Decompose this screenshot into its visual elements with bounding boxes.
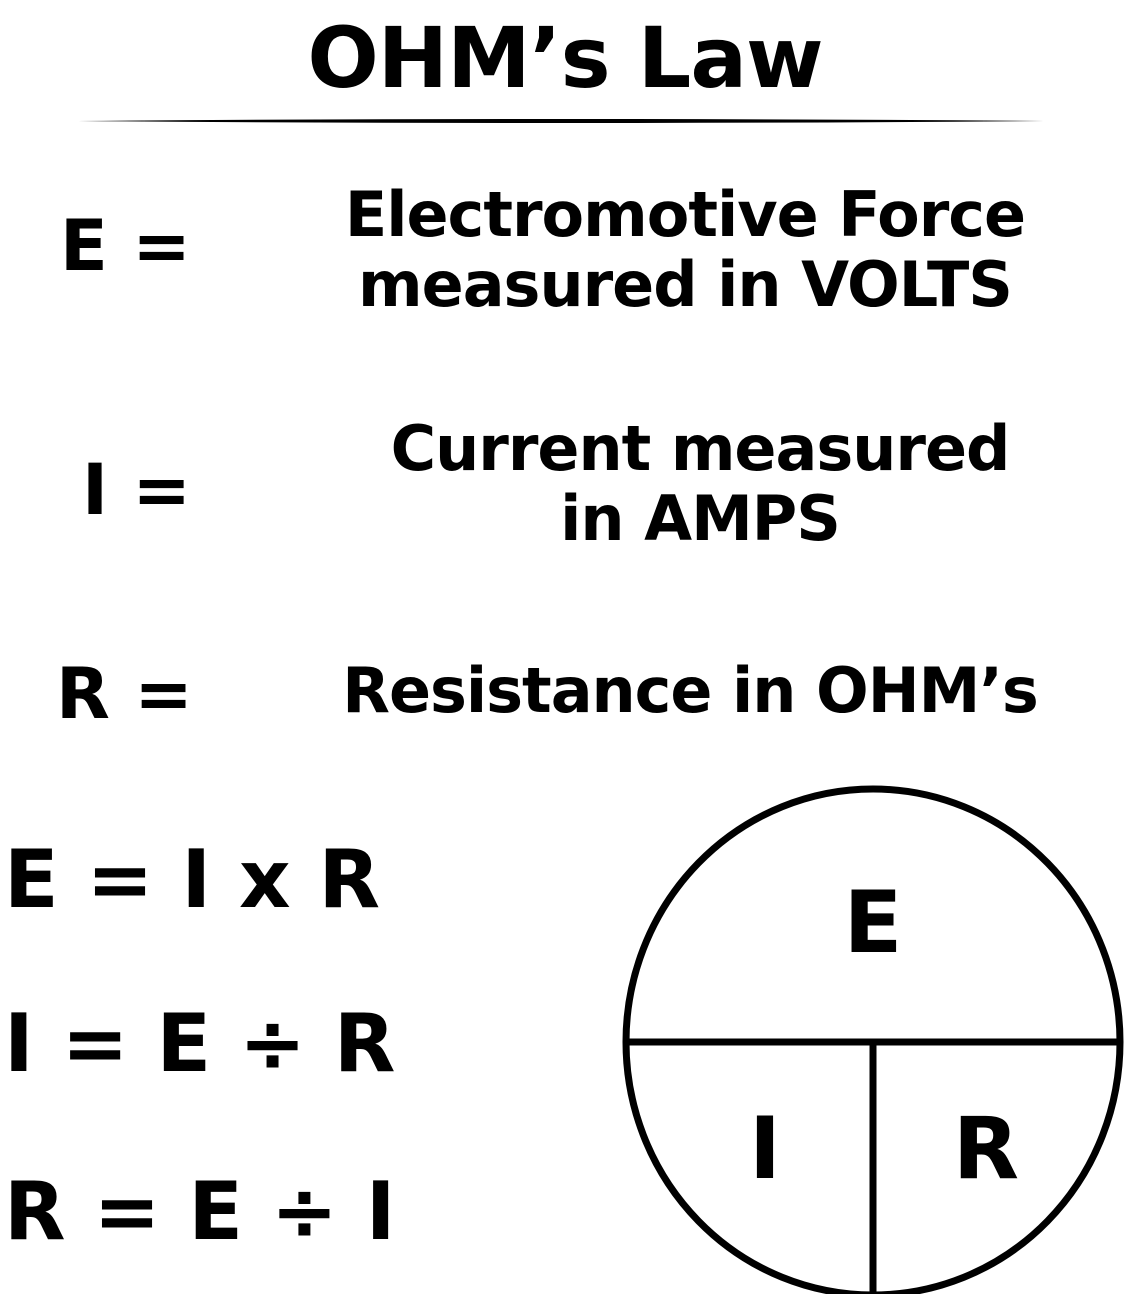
wheel-label-e: E (844, 873, 903, 973)
title-divider (78, 119, 1044, 123)
definition-e-line-2: measured in VOLTS (358, 248, 1013, 321)
definition-i-line-1: Current measured (390, 412, 1011, 485)
wheel-label-r: R (953, 1099, 1019, 1199)
page-title: OHM’s Law (307, 9, 823, 107)
formula-current: I = E ÷ R (4, 997, 396, 1090)
definition-symbol-i: I = (82, 449, 192, 531)
definition-text-e: Electromotive Force measured in VOLTS (260, 180, 1110, 320)
formula-voltage: E = I x R (4, 833, 381, 926)
definition-e-line-1: Electromotive Force (344, 178, 1026, 251)
definition-i-line-2: in AMPS (560, 482, 841, 555)
wheel-label-i: I (749, 1099, 781, 1199)
formula-resistance: R = E ÷ I (4, 1165, 396, 1258)
definition-r-line-1: Resistance in OHM’s (342, 654, 1039, 727)
ohms-law-wheel: E I R (622, 785, 1124, 1294)
definition-symbol-e: E = (60, 205, 191, 287)
definition-text-i: Current measured in AMPS (260, 414, 1130, 554)
definition-symbol-r: R = (56, 653, 193, 735)
definition-text-r: Resistance in OHM’s (270, 656, 1110, 726)
